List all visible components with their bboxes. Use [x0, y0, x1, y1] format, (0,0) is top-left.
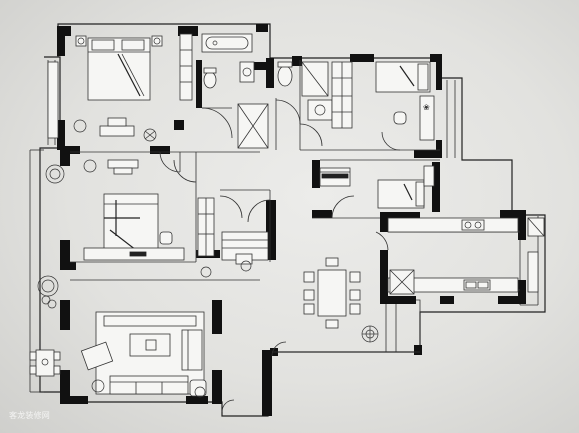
wardrobe [179, 33, 193, 101]
bedroom-2 [83, 159, 271, 278]
desk [99, 125, 135, 137]
master-bathroom [179, 33, 269, 149]
double-bed-icon [103, 193, 159, 255]
armchair [80, 341, 114, 371]
bedroom-small [319, 165, 435, 219]
balcony [29, 164, 65, 377]
bedroom-3: ❀ [375, 61, 435, 151]
walls [57, 24, 526, 416]
toilet-icon [277, 65, 293, 87]
balcony-table [35, 349, 55, 377]
nightstand [75, 35, 87, 47]
dining [303, 257, 397, 352]
stove-icon [461, 219, 485, 231]
sofa-side [181, 329, 203, 371]
plant-icon [73, 119, 87, 133]
doors [159, 151, 287, 357]
counter [387, 217, 519, 233]
balcony-rail [47, 61, 59, 139]
master-bedroom [47, 35, 163, 142]
sink [463, 279, 491, 291]
chair [393, 111, 407, 125]
sofa-icon [109, 375, 189, 395]
plant-icon [37, 275, 59, 297]
side-table [189, 379, 207, 397]
sink [239, 61, 255, 83]
desk [419, 95, 435, 141]
svg-text:❀: ❀ [423, 103, 430, 112]
nightstand [423, 165, 435, 187]
kitchen [375, 217, 545, 295]
dining-table-icon [317, 269, 347, 317]
chair [159, 231, 173, 245]
living-room [80, 311, 235, 413]
second-bathroom [275, 61, 353, 147]
watermark-text: 客龙装修网 [9, 411, 50, 420]
plant-icon [45, 164, 65, 184]
toilet-icon [203, 71, 217, 89]
nightstand [151, 35, 163, 47]
tv-cabinet [103, 315, 197, 327]
desk [107, 159, 139, 169]
